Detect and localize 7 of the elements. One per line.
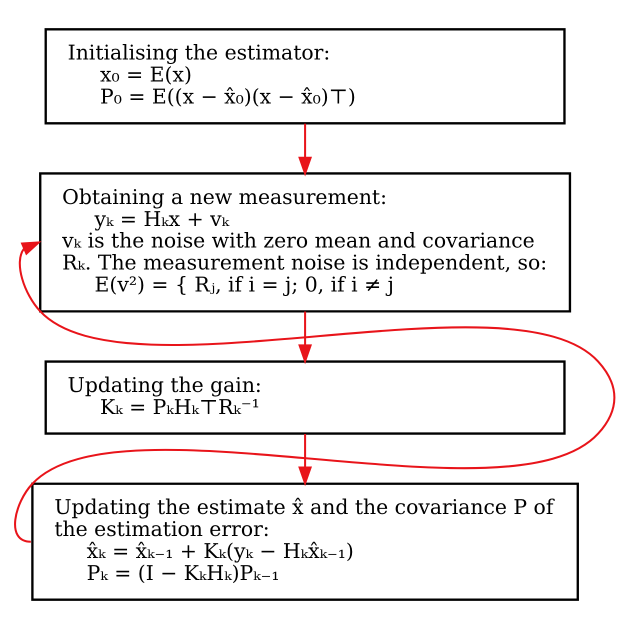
- node-box: Initialising the estimator: x₀ = E(x) P₀ = E((x − x̂₀)(x − x̂₀)⊤): [44, 28, 566, 124]
- arrow: [298, 123, 312, 176]
- node-box: Updating the estimate x̂ and the covariance P of the estimation error: x̂ₖ = x̂ₖ₋₁ + Kₖ(yₖ − Hₖx̂ₖ₋₁) Pₖ = (I − KₖHₖ)Pₖ₋₁: [31, 482, 579, 600]
- arrow: [298, 311, 312, 364]
- arrow: [298, 434, 312, 486]
- node-box: Updating the gain: Kₖ = PₖHₖ⊤Rₖ⁻¹: [44, 360, 566, 434]
- node-box: Obtaining a new measurement: yₖ = Hₖx + vₖ vₖ is the noise with zero mean and covariance Rₖ. The measurement noise is independent, so: E(v²) = { Rⱼ, if i = j; 0, if i ≠ j: [39, 172, 572, 312]
